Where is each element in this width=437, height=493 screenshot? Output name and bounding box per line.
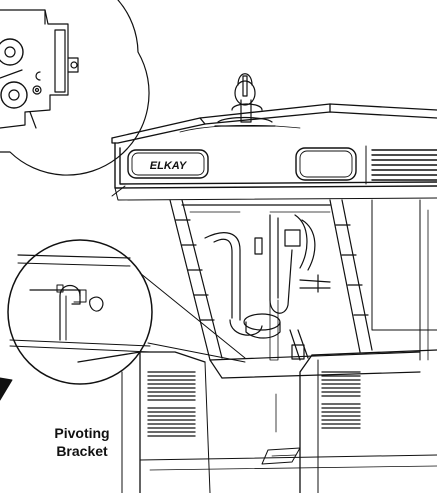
callout-label-line2: Bracket xyxy=(56,443,108,459)
chassis-frame xyxy=(169,199,437,379)
tubing xyxy=(204,214,331,361)
front-bezel xyxy=(111,142,437,201)
vent-grille-lower-left xyxy=(147,371,196,437)
elkay-logo: ELKAY xyxy=(150,160,188,172)
pivoting-bracket-callout xyxy=(7,239,246,385)
arrow-indicator xyxy=(0,377,13,401)
callout-label-line1: Pivoting xyxy=(54,425,109,441)
vent-grille-top xyxy=(365,145,437,185)
vent-grille-lower-right xyxy=(321,371,361,429)
basin-top xyxy=(111,103,437,144)
detail-inset-top xyxy=(0,0,150,176)
lower-front-panel xyxy=(77,299,437,493)
